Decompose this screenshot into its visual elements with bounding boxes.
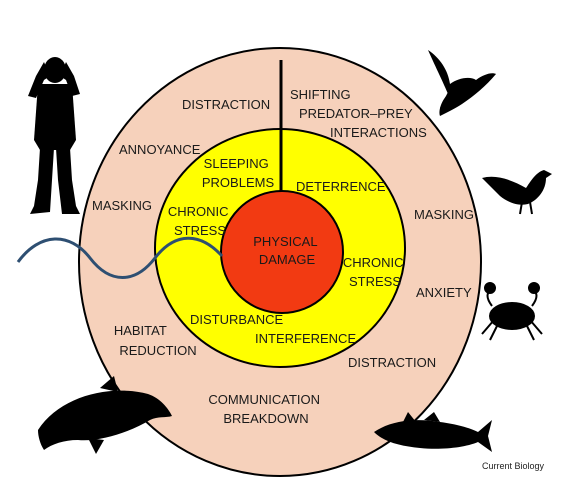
label-shifting-predator-prey: SHIFTING PREDATOR–PREY INTERACTIONS	[290, 87, 427, 140]
porpoise-silhouette-icon	[38, 376, 172, 454]
bat-silhouette-icon	[428, 50, 496, 116]
center-label-line-1: PHYSICAL	[253, 234, 317, 249]
label-interference: INTERFERENCE	[255, 331, 356, 346]
fish-silhouette-icon	[374, 412, 492, 452]
label-masking-right: MASKING	[414, 207, 474, 222]
label-masking-left: MASKING	[92, 198, 152, 213]
label-annoyance: ANNOYANCE	[119, 142, 201, 157]
label-distraction-top: DISTRACTION	[182, 97, 270, 112]
crab-silhouette-icon	[481, 282, 543, 341]
center-label: PHYSICAL DAMAGE	[253, 234, 320, 267]
credit-label: Current Biology	[482, 461, 545, 471]
sound-wave	[16, 236, 224, 279]
center-label-line-2: DAMAGE	[259, 252, 316, 267]
label-distraction-bottom: DISTRACTION	[348, 355, 436, 370]
label-chronic-stress-right: CHRONIC STRESS	[343, 255, 407, 289]
bird-silhouette-icon	[482, 170, 552, 215]
label-anxiety: ANXIETY	[416, 285, 472, 300]
label-deterrence: DETERRENCE	[296, 179, 386, 194]
label-sleeping-problems: SLEEPING PROBLEMS	[202, 156, 275, 190]
label-disturbance: DISTURBANCE	[190, 312, 284, 327]
label-chronic-stress-left: CHRONIC STRESS	[168, 204, 232, 238]
human-silhouette-icon	[28, 57, 80, 214]
label-communication-breakdown: COMMUNICATION BREAKDOWN	[208, 392, 323, 426]
label-habitat-reduction: HABITAT REDUCTION	[114, 323, 197, 358]
